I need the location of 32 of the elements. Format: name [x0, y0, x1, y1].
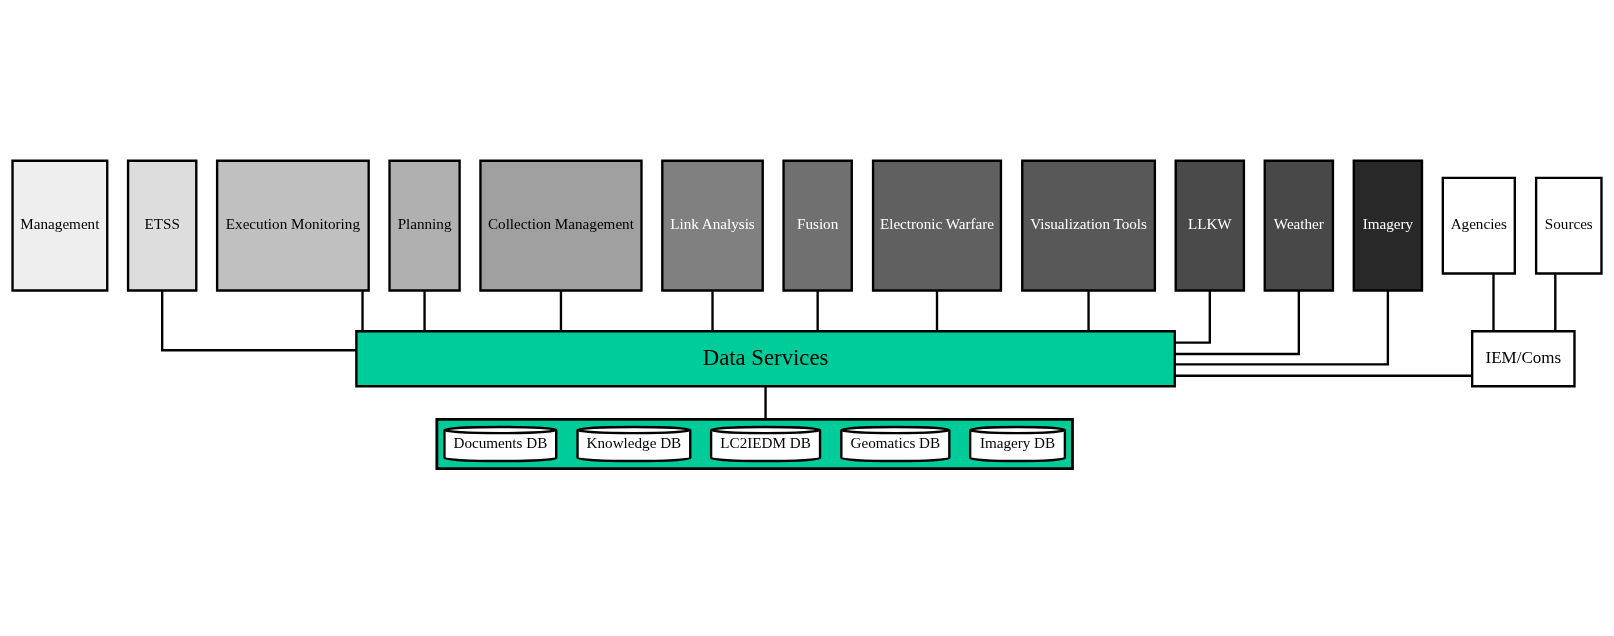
connector: [423, 290, 426, 331]
node-box: Weather: [1263, 159, 1335, 292]
node-box: Data Services: [355, 329, 1176, 387]
connector: [1554, 273, 1557, 331]
node-box: Management: [11, 159, 109, 292]
connector: [1174, 290, 1211, 344]
node-box: Electronic Warfare: [871, 159, 1003, 292]
node-box: Planning: [388, 159, 461, 292]
connector: [559, 290, 563, 331]
node-box: LLKW: [1174, 159, 1246, 292]
node-box: Sources: [1534, 176, 1603, 275]
node-box: Visualization Tools: [1021, 159, 1157, 292]
connector: [764, 386, 767, 419]
connector: [361, 290, 364, 331]
node-box: Link Analysis: [661, 159, 764, 292]
connector: [1492, 273, 1495, 331]
connector: [935, 290, 939, 331]
connector: [1087, 290, 1090, 331]
cluster: [435, 417, 1074, 470]
node-box: Agencies: [1441, 176, 1516, 275]
node-box: ETSS: [126, 159, 198, 292]
connector: [1175, 290, 1390, 366]
connector: [1174, 290, 1301, 355]
connector: [711, 290, 714, 331]
connector: [816, 290, 819, 331]
node-box: Execution Monitoring: [215, 159, 370, 292]
node-box: Fusion: [782, 159, 853, 292]
node-box: Imagery: [1352, 159, 1424, 292]
connector: [1174, 374, 1472, 377]
connector: [161, 290, 356, 351]
node-box: Collection Management: [479, 159, 643, 292]
node-box: IEM/Coms: [1471, 329, 1576, 387]
